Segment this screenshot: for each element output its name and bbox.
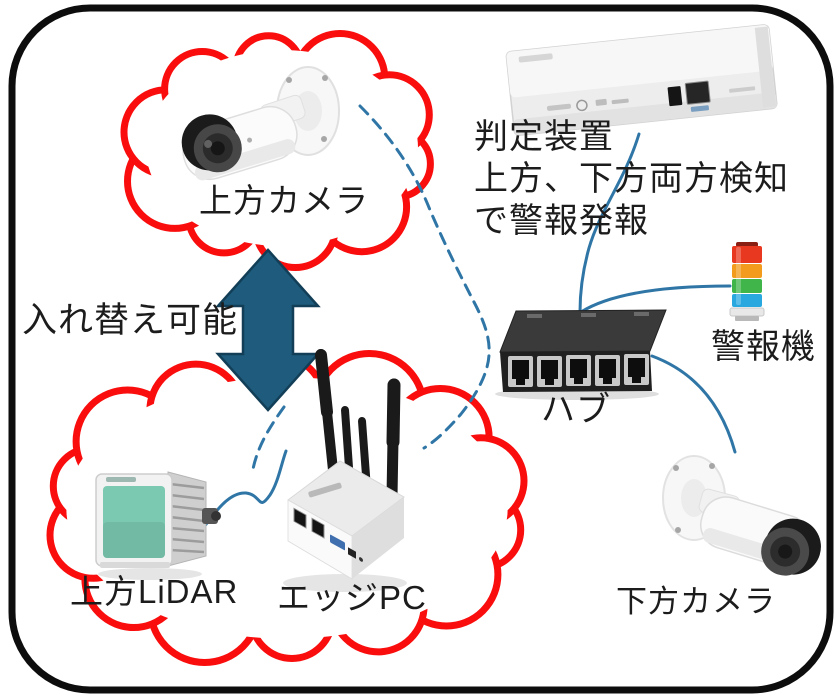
lower-camera-lens bbox=[761, 518, 821, 576]
label-alarm: 警報機 bbox=[711, 328, 816, 366]
label-judgment-note-line1: 上方、下方両方検知 bbox=[474, 160, 789, 198]
upper-camera-image bbox=[181, 66, 340, 181]
lidar-cloud bbox=[46, 350, 528, 667]
swap-arrow bbox=[215, 248, 321, 412]
label-lower-camera: 下方カメラ bbox=[616, 584, 776, 619]
label-hub: ハブ bbox=[541, 391, 611, 429]
edge-pc-ports bbox=[293, 507, 363, 562]
connector-hub-to-alarm bbox=[579, 284, 732, 314]
hub-image bbox=[495, 309, 667, 400]
connector-judgment-to-hub bbox=[578, 132, 641, 314]
connector-upper-camera-to-edgepc bbox=[358, 104, 491, 450]
lidar-image bbox=[95, 471, 221, 580]
label-judgment-device: 判定装置 bbox=[474, 118, 614, 156]
judgment-device-image bbox=[505, 24, 778, 136]
edge-pc-image bbox=[283, 349, 407, 592]
border-frame bbox=[8, 4, 834, 694]
connector-lidar-to-edgepc bbox=[202, 449, 288, 529]
lower-camera-image bbox=[662, 455, 821, 576]
upper-camera-lens bbox=[181, 114, 242, 173]
label-upper-camera: 上方カメラ bbox=[199, 182, 369, 219]
hub-ports bbox=[508, 354, 649, 387]
label-edge-pc: エッジPC bbox=[277, 579, 427, 616]
label-lidar: 上方LiDAR bbox=[70, 573, 239, 610]
upper-camera-cloud bbox=[120, 30, 434, 271]
edge-pc-antennas bbox=[315, 349, 401, 502]
alarm-light-image bbox=[729, 242, 765, 321]
connector-edgepc-wireless-arc bbox=[251, 405, 286, 471]
connector-hub-to-lower-camera bbox=[650, 354, 737, 454]
label-judgment-note-line2: で警報発報 bbox=[474, 202, 649, 240]
label-swap: 入れ替え可能 bbox=[22, 301, 239, 340]
